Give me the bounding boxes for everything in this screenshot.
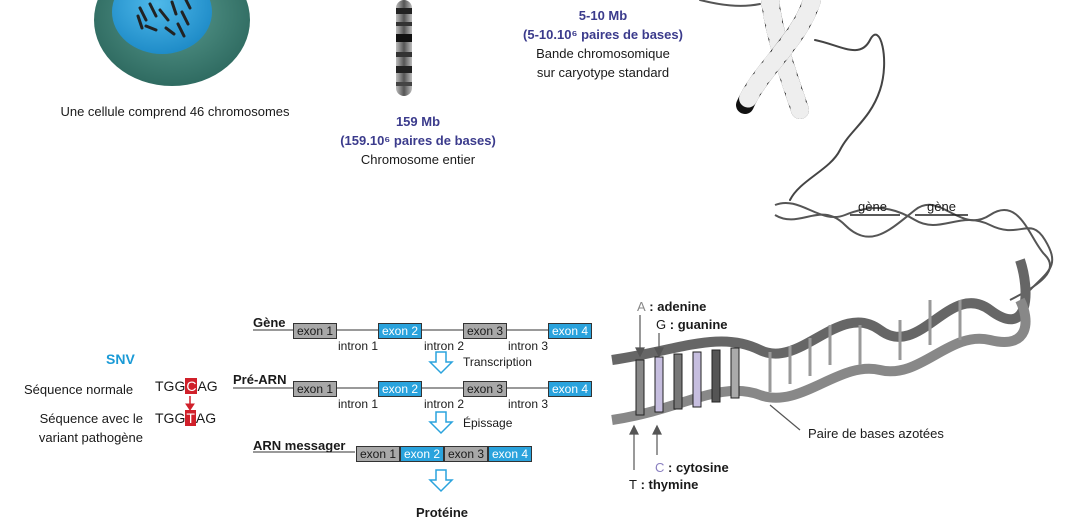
snv-normal-seq-base: C (185, 378, 198, 394)
prearn-exon-2: exon 2 (378, 381, 422, 397)
mrna-exon-3: exon 3 (444, 446, 488, 462)
base-g-letter: G (656, 317, 667, 332)
snv-normal-seq-post: AG (197, 378, 218, 394)
base-pair-4 (692, 351, 702, 408)
snv-variant-sequence: TGGTAG (155, 410, 216, 426)
mrna-exon-1: exon 1 (356, 446, 400, 462)
band-info: 5-10 Mb (5-10.10⁶ paires de bases) Bande… (498, 6, 708, 82)
base-t-name: : thymine (640, 477, 699, 492)
x-chromosome-illustration (699, 0, 886, 201)
mrna-exon-4: exon 4 (488, 446, 532, 462)
mrna-exon-2: exon 2 (400, 446, 444, 462)
base-a-name: : adenine (649, 299, 707, 314)
gene-intron-1: intron 1 (338, 339, 379, 353)
gene-label-2: gène (927, 199, 956, 214)
base-a-letter: A (637, 299, 646, 314)
snv-variant-seq-pre: TGG (155, 410, 186, 426)
base-t-legend: T : thymine (629, 475, 698, 494)
gene-row-label: Gène (253, 315, 286, 330)
process-arrows (428, 351, 454, 493)
splicing-label: Épissage (463, 416, 513, 430)
base-g-name: : guanine (669, 317, 728, 332)
chromosome-base-pairs: (159.10⁶ paires de bases) (340, 133, 496, 148)
prearn-exon-4: exon 4 (548, 381, 592, 397)
base-g-legend: G : guanine (656, 315, 728, 334)
base-pair-5 (711, 349, 721, 403)
cell-caption: Une cellule comprend 46 chromosomes (60, 104, 290, 119)
snv-variant-seq-post: AG (195, 410, 217, 426)
chromosome-info: 159 Mb (159.10⁶ paires de bases) Chromos… (318, 112, 518, 169)
base-t-letter: T (629, 477, 637, 492)
chromosome-illustration (396, 0, 412, 96)
band-caption-line2: sur caryotype standard (536, 65, 670, 80)
snv-variant-label-line1: Séquence avec le (39, 411, 143, 426)
base-pair-1 (635, 359, 645, 416)
transcription-label: Transcription (463, 355, 532, 369)
gene-intron-3: intron 3 (508, 339, 549, 353)
dna-helix-illustration (611, 258, 1031, 425)
pre-arn-row-label: Pré-ARN (233, 372, 287, 387)
prearn-exon-3: exon 3 (463, 381, 507, 397)
snv-variant-label-line2: variant pathogène (38, 430, 143, 445)
prearn-exon-1: exon 1 (293, 381, 337, 397)
base-pair-3 (673, 353, 683, 410)
prearn-intron-3: intron 3 (508, 397, 549, 411)
base-c-legend: C : cytosine (655, 458, 729, 477)
gene-label-1: gène (858, 199, 887, 214)
gene-exon-1: exon 1 (293, 323, 337, 339)
dna-coil-illustration (774, 202, 1054, 301)
band-size: 5-10 Mb (578, 8, 628, 23)
gene-exon-4: exon 4 (548, 323, 592, 339)
gene-exon-3: exon 3 (463, 323, 507, 339)
prearn-intron-2: intron 2 (424, 397, 465, 411)
gene-intron-2: intron 2 (424, 339, 465, 353)
snv-mutation-marker (185, 396, 195, 411)
gene-exon-2: exon 2 (378, 323, 422, 339)
snv-normal-sequence: TGGCAG (155, 378, 218, 394)
base-pair-label: Paire de bases azotées (808, 426, 944, 441)
snv-title: SNV (106, 351, 135, 367)
chromosome-caption: Chromosome entier (360, 152, 476, 167)
snv-variant-label: Séquence avec le variant pathogène (27, 409, 143, 447)
band-caption-line1: Bande chromosomique (536, 46, 670, 61)
band-base-pairs: (5-10.10⁶ paires de bases) (523, 27, 683, 42)
base-c-letter: C (655, 460, 665, 475)
base-pair-2 (654, 356, 664, 413)
base-pair-6 (730, 347, 740, 399)
protein-label: Protéine (416, 505, 469, 520)
chromosome-size: 159 Mb (395, 114, 441, 129)
snv-normal-seq-pre: TGG (155, 378, 186, 394)
base-c-name: : cytosine (668, 460, 729, 475)
snv-variant-seq-base: T (185, 410, 196, 426)
base-pointer-arrows (629, 315, 801, 470)
mrna-row-label: ARN messager (253, 438, 346, 453)
prearn-intron-1: intron 1 (338, 397, 379, 411)
base-a-legend: A : adenine (637, 297, 706, 316)
cell-illustration (94, 0, 250, 86)
snv-normal-label: Séquence normale (24, 382, 134, 397)
